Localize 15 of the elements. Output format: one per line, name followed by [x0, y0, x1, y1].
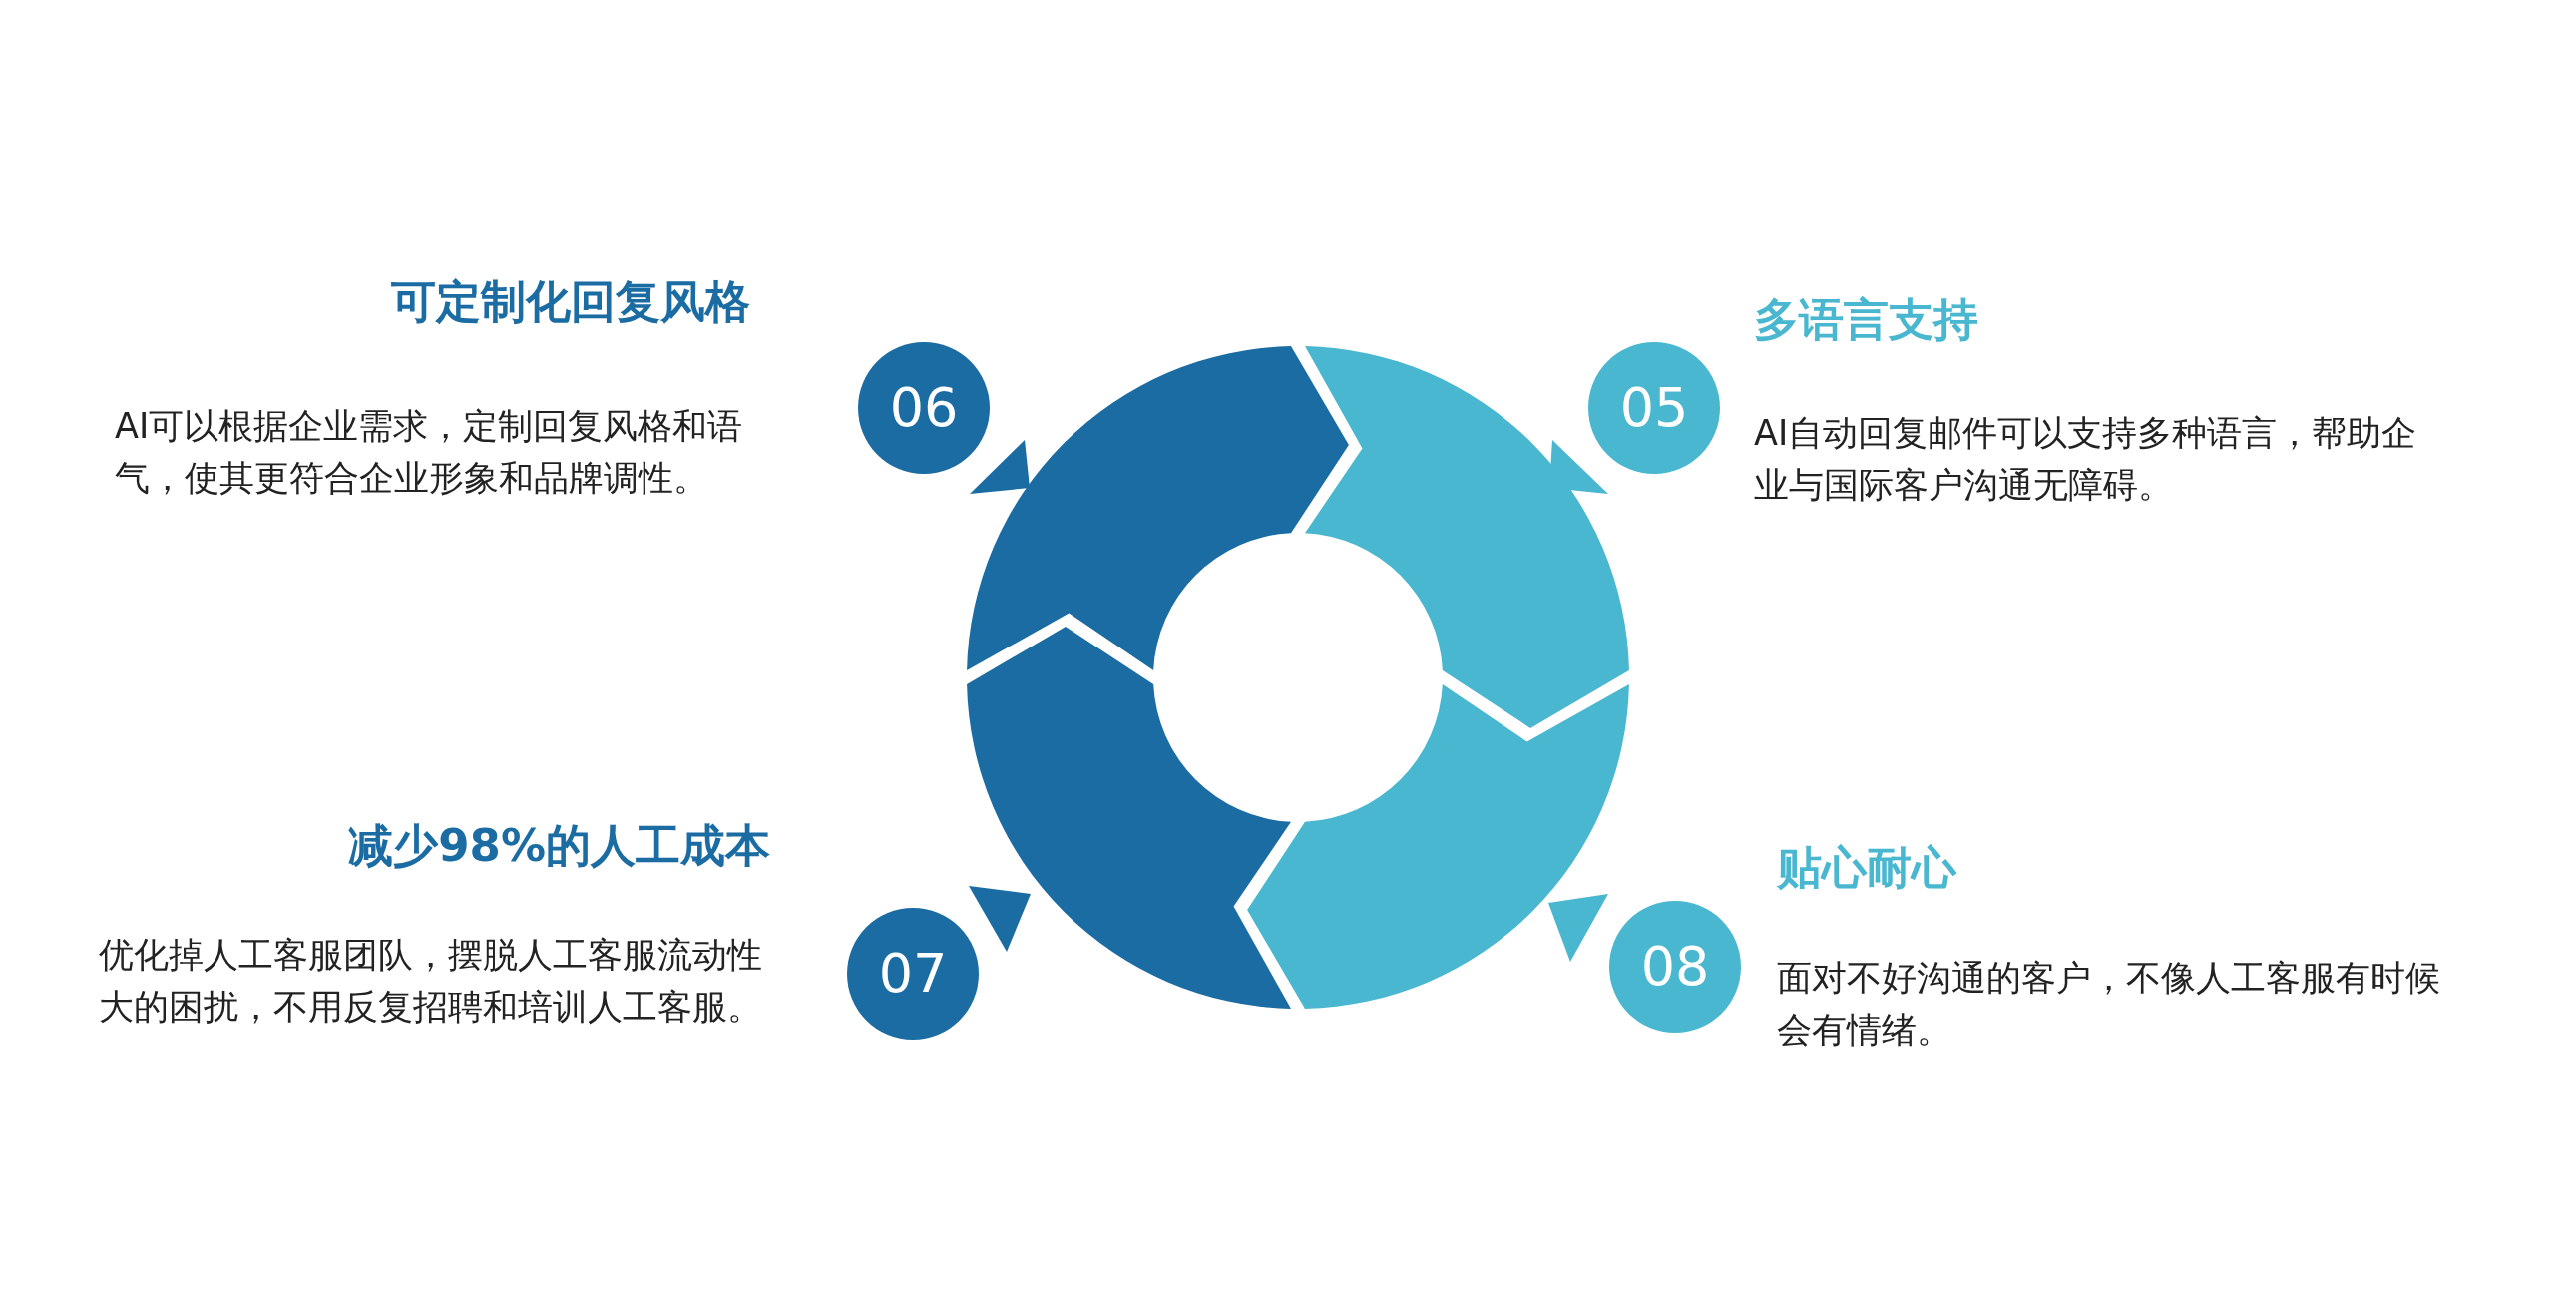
- feature-description: AI可以根据企业需求，定制回复风格和语气，使其更符合企业形象和品牌调性。: [115, 405, 744, 500]
- feature-title: 多语言支持: [1754, 293, 1978, 347]
- feature-title: 可定制化回复风格: [391, 275, 750, 329]
- number-circle: 07: [847, 908, 979, 1040]
- feature-description: AI自动回复邮件可以支持多种语言，帮助企业与国际客户沟通无障碍。: [1754, 412, 2418, 507]
- number-circle: 08: [1609, 901, 1741, 1033]
- feature-description: 优化掉人工客服团队，摆脱人工客服流动性大的困扰，不用反复招聘和培训人工客服。: [99, 934, 763, 1029]
- feature-description: 面对不好沟通的客户，不像人工客服有时候会有情绪。: [1777, 957, 2441, 1052]
- feature-title: 贴心耐心: [1777, 841, 1956, 895]
- number-circle: 06: [858, 342, 990, 474]
- curved-arrow-segment: [967, 627, 1291, 1009]
- number-circle: 05: [1588, 342, 1720, 474]
- curved-arrow-segment: [967, 346, 1349, 670]
- curved-arrow-segment: [1247, 684, 1629, 1009]
- feature-title: 减少98%的人工成本: [348, 819, 770, 873]
